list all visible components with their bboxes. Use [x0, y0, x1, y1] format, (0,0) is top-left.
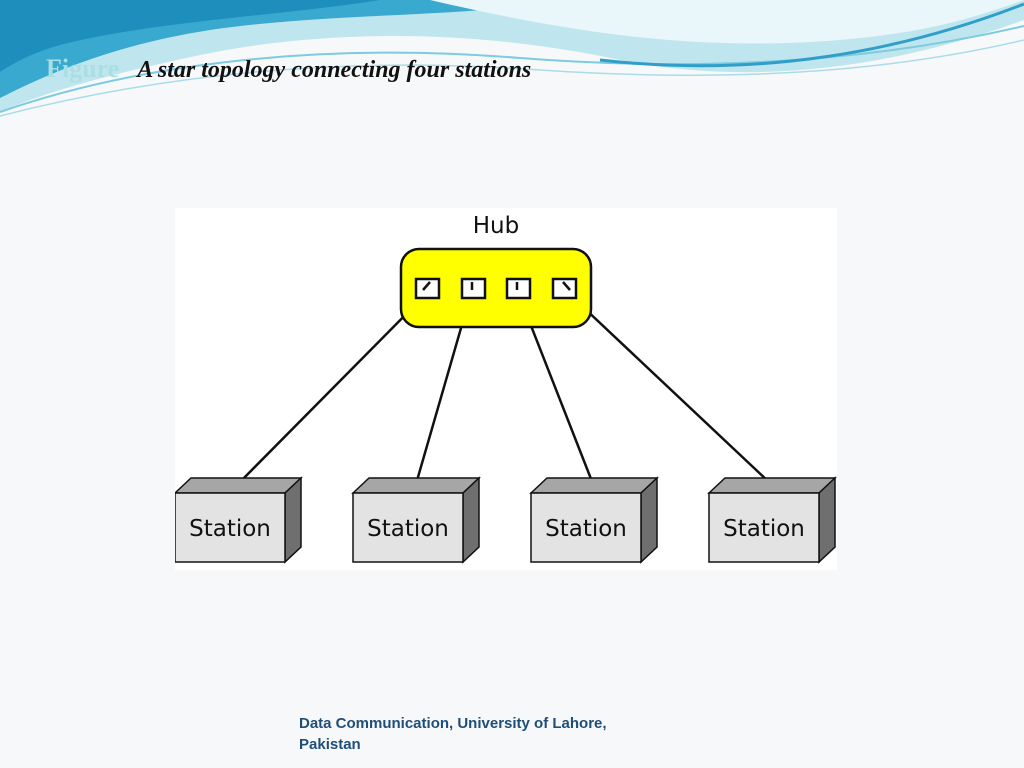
slide-title: Figure A star topology connecting four st…	[46, 54, 531, 84]
footer-text: Data Communication, University of Lahore…	[299, 713, 679, 755]
station-label: Station	[545, 516, 627, 542]
link-line-4	[564, 289, 772, 485]
hub-device	[399, 247, 593, 329]
station-3: Station	[529, 476, 659, 564]
title-caption: A star topology connecting four stations	[137, 57, 532, 83]
footer-line-2: Pakistan	[299, 736, 361, 753]
title-label: Figure	[46, 54, 120, 83]
hub-port-3	[505, 277, 532, 300]
footer-line-1: Data Communication, University of Lahore…	[299, 715, 607, 732]
station-4: Station	[707, 476, 837, 564]
station-label: Station	[367, 516, 449, 542]
hub-port-1	[414, 277, 441, 300]
hub-body	[399, 247, 593, 329]
station-label: Station	[723, 516, 805, 542]
station-label: Station	[189, 516, 271, 542]
star-topology-diagram: Hub Station Station Station	[175, 208, 837, 570]
hub-port-4	[551, 277, 578, 300]
header-waves-decoration	[0, 0, 1024, 117]
hub-port-2	[460, 277, 487, 300]
hub-label: Hub	[473, 213, 519, 239]
station-1: Station	[175, 476, 303, 564]
station-2: Station	[351, 476, 481, 564]
link-line-1	[237, 289, 431, 485]
